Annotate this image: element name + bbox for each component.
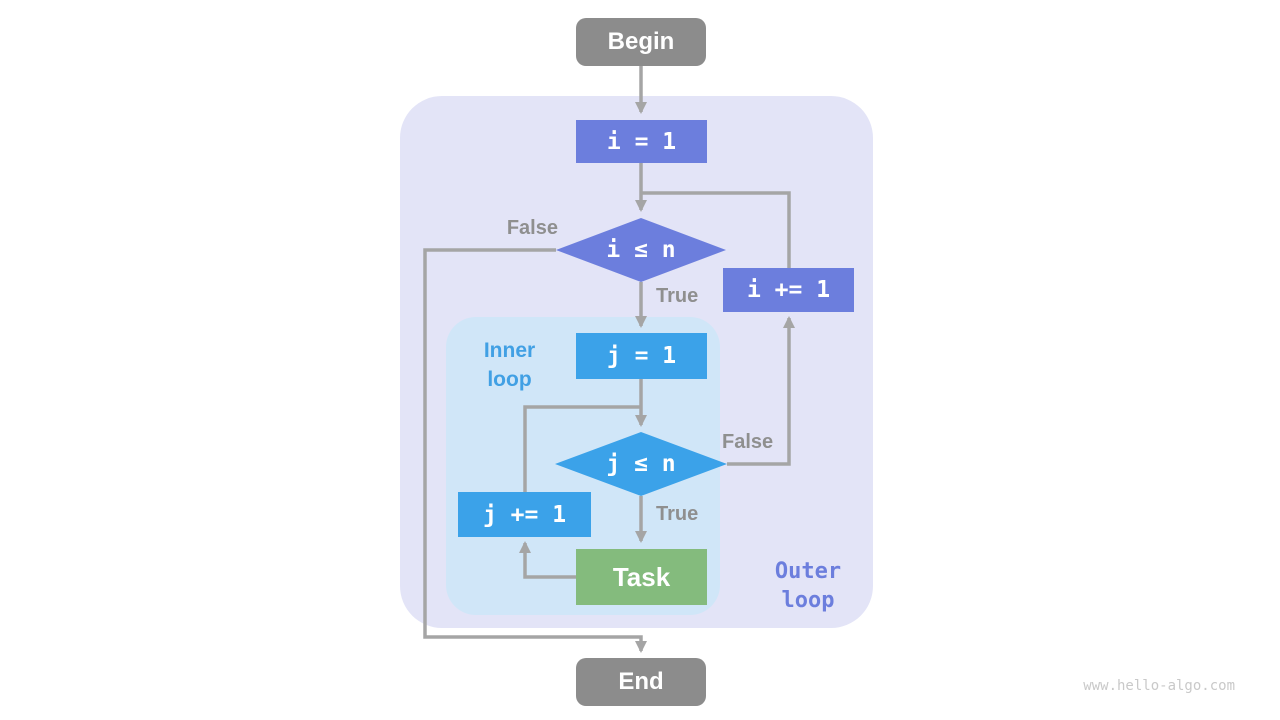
cond-i-node: i ≤ n: [606, 237, 676, 263]
edge-incr-j-to-cond-j: [523, 405, 641, 492]
cond-j-node: j ≤ n: [606, 451, 676, 477]
cond-j-false-label: False: [722, 431, 774, 453]
end-node: End: [576, 658, 706, 706]
begin-node: Begin: [576, 18, 706, 66]
incr-j-node: j += 1: [458, 492, 591, 537]
task-node: Task: [576, 549, 707, 605]
cond-i-true-label: True: [656, 285, 699, 307]
decision-shape-cond-j: [555, 432, 727, 496]
incr-i-node: i += 1: [723, 268, 854, 312]
edge-cond-i-false-to-end: [423, 248, 647, 653]
outer-loop-label: Outer loop: [763, 557, 853, 615]
init-i-node: i = 1: [576, 120, 707, 163]
watermark-url: www.hello-algo.com: [1083, 678, 1235, 694]
edge-incr-i-to-cond-i: [641, 191, 791, 268]
inner-loop-label: Inner loop: [462, 336, 557, 394]
outer-loop-label-line2: loop: [781, 588, 835, 613]
cond-i-false-label: False: [506, 217, 558, 239]
edge-cond-j-false-to-incr-i: [727, 316, 795, 466]
outer-loop-label-line1: Outer: [774, 559, 842, 584]
inner-loop-label-line2: loop: [487, 368, 532, 391]
edge-task-to-incr-j: [519, 541, 576, 579]
cond-j-true-label: True: [656, 503, 699, 525]
decision-shape-cond-i: [556, 218, 726, 282]
inner-loop-label-line1: Inner: [483, 339, 536, 362]
init-j-node: j = 1: [576, 333, 707, 379]
